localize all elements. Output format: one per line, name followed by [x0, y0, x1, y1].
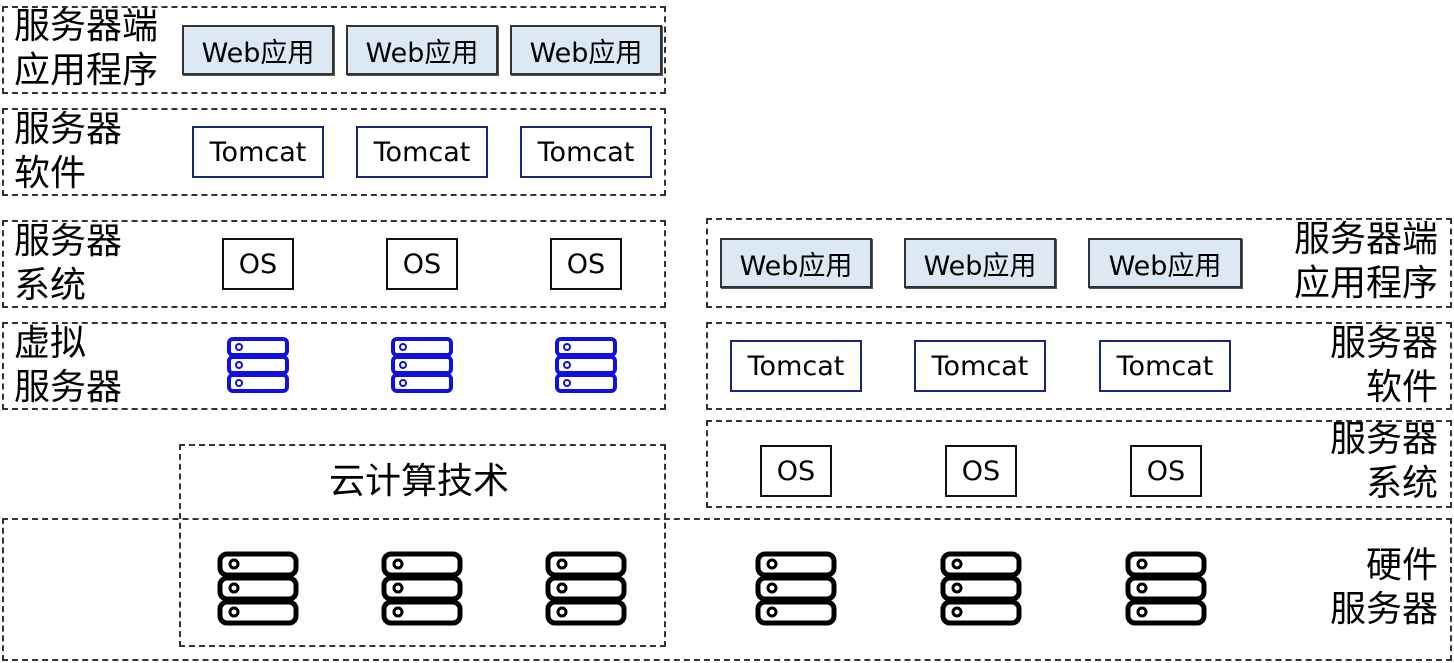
right-os-3: OS	[1130, 445, 1202, 497]
left-virtual-label-line2: 服务器	[14, 367, 123, 408]
left-virtual-label-line1: 虚拟	[14, 323, 87, 364]
virtual-server-icon	[227, 337, 289, 393]
right-system-layer	[706, 420, 1452, 508]
left-software-label-line2: 软件	[14, 153, 87, 194]
left-os-3: OS	[550, 238, 622, 290]
left-system-layer	[2, 220, 666, 308]
right-software-label-line1: 服务器	[1329, 323, 1438, 364]
left-web-app-1: Web应用	[182, 25, 334, 75]
right-os-1: OS	[760, 445, 832, 497]
hardware-server-icon	[217, 551, 299, 626]
hardware-server-icon	[545, 551, 627, 626]
hardware-layer	[2, 518, 1452, 661]
left-system-label-line1: 服务器	[14, 221, 123, 262]
right-system-label-line1: 服务器	[1329, 419, 1438, 460]
virtual-server-icon	[555, 337, 617, 393]
left-software-label-line1: 服务器	[14, 109, 123, 150]
right-web-app-3: Web应用	[1088, 238, 1242, 288]
left-tomcat-1: Tomcat	[192, 126, 324, 178]
right-tomcat-2: Tomcat	[914, 340, 1046, 392]
cloud-computing-box	[179, 444, 666, 647]
left-os-1: OS	[222, 238, 294, 290]
left-web-app-3: Web应用	[510, 25, 662, 75]
virtual-server-icon	[391, 337, 453, 393]
right-tomcat-3: Tomcat	[1099, 340, 1231, 392]
right-os-2: OS	[945, 445, 1017, 497]
hardware-server-icon	[1125, 551, 1207, 626]
right-tomcat-1: Tomcat	[730, 340, 862, 392]
left-app-label-line2: 应用程序	[14, 50, 159, 91]
hardware-server-icon	[381, 551, 463, 626]
left-tomcat-2: Tomcat	[356, 126, 488, 178]
left-os-2: OS	[386, 238, 458, 290]
right-web-app-2: Web应用	[904, 238, 1056, 288]
hardware-server-icon	[940, 551, 1022, 626]
left-tomcat-3: Tomcat	[520, 126, 652, 178]
right-system-label-line2: 系统	[1365, 463, 1438, 504]
right-software-layer	[706, 322, 1452, 410]
left-virtual-layer	[2, 322, 666, 410]
hardware-label-line2: 服务器	[1329, 589, 1438, 630]
right-app-label-line1: 服务器端	[1293, 219, 1438, 260]
right-software-label-line2: 软件	[1365, 367, 1438, 408]
left-app-layer	[2, 6, 666, 94]
left-system-label-line2: 系统	[14, 265, 87, 306]
left-web-app-2: Web应用	[346, 25, 498, 75]
hardware-server-icon	[755, 551, 837, 626]
cloud-computing-title: 云计算技术	[329, 461, 510, 502]
left-software-layer	[2, 108, 666, 196]
left-app-label-line1: 服务器端	[14, 6, 159, 47]
right-web-app-1: Web应用	[720, 238, 872, 288]
right-app-label-line2: 应用程序	[1293, 263, 1438, 304]
hardware-label-line1: 硬件	[1365, 545, 1438, 586]
right-app-layer	[706, 218, 1452, 308]
